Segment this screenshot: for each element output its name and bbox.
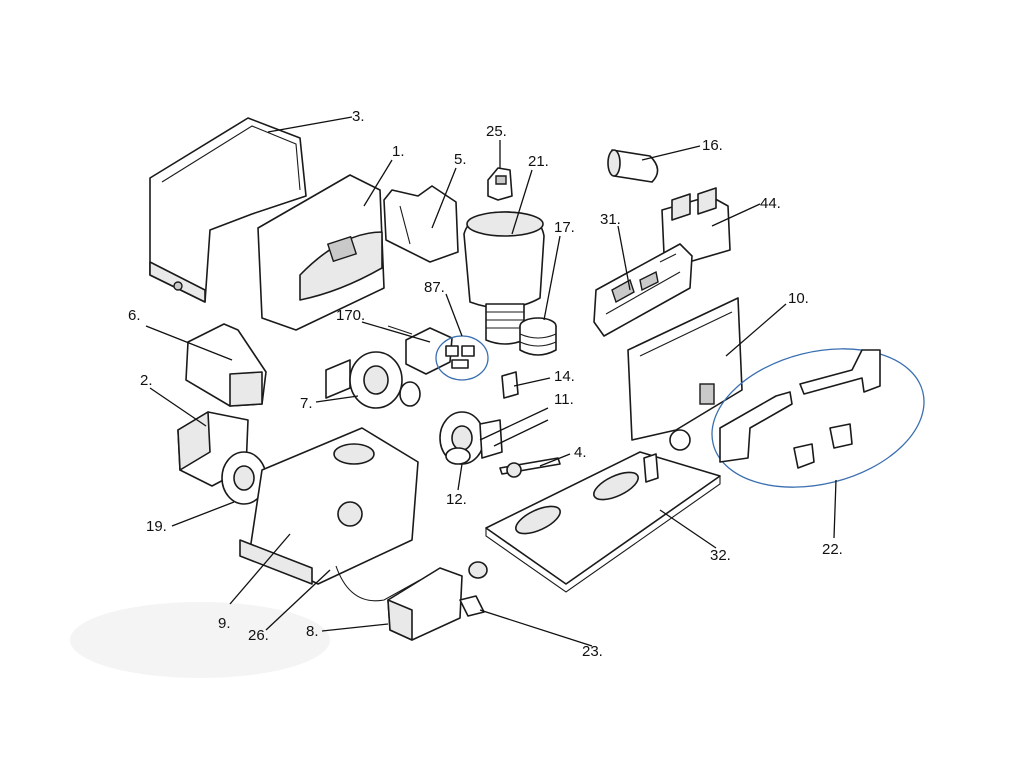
part-22-group-outline [711, 348, 925, 488]
part-26-gasket [335, 565, 421, 602]
callout-6: 6. [128, 307, 141, 324]
part-23-bolt [459, 561, 488, 617]
part-7-pinion [325, 351, 421, 409]
part-87-pieces [445, 345, 475, 369]
part-21-motor [463, 211, 545, 345]
part-12-gear [445, 447, 471, 465]
callout-7: 7. [300, 395, 313, 412]
callout-2: 2. [140, 372, 153, 389]
part-8-small-cover [387, 567, 463, 641]
part-4-pin [499, 457, 561, 478]
part-22-brackets [719, 349, 881, 469]
callout-12: 12. [446, 491, 467, 508]
callout-25: 25. [486, 123, 507, 140]
callout-17: 17. [554, 219, 575, 236]
callout-11: 11. [554, 391, 574, 408]
callout-8: 8. [306, 623, 319, 640]
background-shadow [70, 602, 330, 678]
callout-1: 1. [392, 143, 405, 160]
part-16-cylinder [607, 149, 659, 183]
part-6-block [185, 323, 267, 407]
part-3-cover [149, 117, 307, 303]
part-10-mounting-plate [627, 297, 743, 451]
callout-5: 5. [454, 151, 467, 168]
part-5-bracket [383, 185, 459, 263]
leader-lines [145, 116, 837, 647]
callout-170: 170. [336, 307, 365, 324]
callout-44: 44. [760, 195, 781, 212]
callout-21: 21. [528, 153, 549, 170]
callout-9: 9. [218, 615, 231, 632]
part-9-gearbox [239, 427, 419, 585]
callout-26: 26. [248, 627, 269, 644]
part-19-gear [221, 451, 267, 505]
part-170-switch [387, 325, 453, 375]
part-17-capacitor [519, 317, 557, 356]
part-1-front-cover [257, 174, 385, 331]
callout-87: 87. [424, 279, 445, 296]
callout-4: 4. [574, 444, 587, 461]
callout-19: 19. [146, 518, 167, 535]
callout-32: 32. [710, 547, 731, 564]
part-32-base-plate [485, 451, 721, 593]
callout-23: 23. [582, 643, 603, 660]
part-14-clip [501, 371, 519, 399]
part-25-knob [487, 167, 513, 201]
callout-31: 31. [600, 211, 621, 228]
callout-22: 22. [822, 541, 843, 558]
callout-16: 16. [702, 137, 723, 154]
callout-10: 10. [788, 290, 809, 307]
callout-14: 14. [554, 368, 575, 385]
part-31-control-board [593, 243, 693, 337]
callout-labels: 3. 1. 5. 25. 21. 16. 31. 44. 17. 87. 170… [128, 108, 843, 660]
callout-3: 3. [352, 108, 365, 125]
